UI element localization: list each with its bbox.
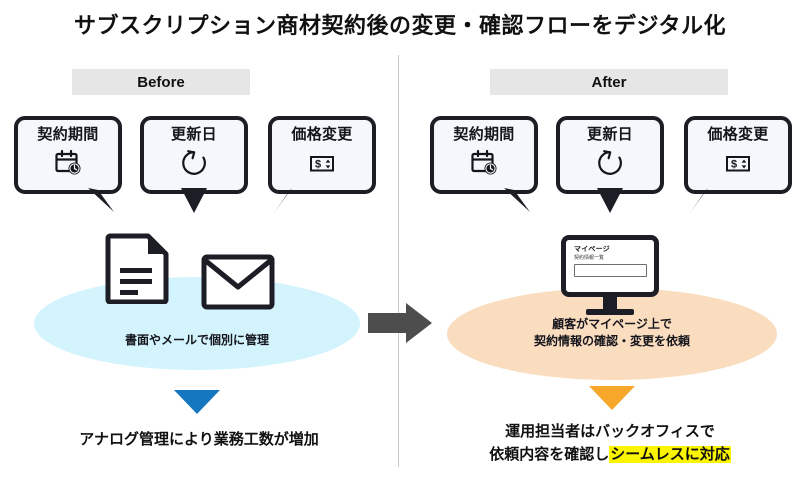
callout-bubble: 更新日 bbox=[140, 116, 248, 194]
callout-label: 更新日 bbox=[171, 126, 217, 143]
page-title: サブスクリプション商材契約後の変更・確認フローをデジタル化 bbox=[73, 13, 727, 38]
callout-label: 契約期間 bbox=[453, 126, 515, 143]
callout-price-change-before[interactable]: 価格変更 $ bbox=[268, 116, 376, 213]
callout-contract-period-before[interactable]: 契約期間 bbox=[14, 116, 122, 212]
callout-bubble: 更新日 bbox=[556, 116, 664, 194]
callout-tail bbox=[593, 188, 627, 213]
monitor-screen-title: マイページ bbox=[574, 246, 610, 253]
refresh-circle-icon bbox=[595, 148, 625, 178]
callout-label: 価格変更 bbox=[707, 126, 769, 143]
callout-tail bbox=[266, 188, 300, 213]
callout-bubble: 価格変更 $ bbox=[268, 116, 376, 194]
calendar-clock-icon bbox=[469, 148, 499, 178]
after-ellipse-text-line1: 顧客がマイページ上で bbox=[552, 317, 672, 331]
after-conclusion-line1: 運用担当者はバックオフィスで bbox=[505, 423, 715, 440]
monitor-stand-neck bbox=[603, 297, 617, 309]
after-conclusion-text: 運用担当者はバックオフィスで 依頼内容を確認しシームレスに対応 bbox=[440, 420, 780, 467]
callout-bubble: 価格変更 $ bbox=[684, 116, 792, 194]
refresh-circle-icon bbox=[179, 148, 209, 178]
desktop-monitor-icon: マイページ 契約情報一覧 bbox=[561, 235, 659, 319]
envelope-icon bbox=[201, 254, 275, 310]
callout-label: 契約期間 bbox=[37, 126, 99, 143]
price-change-icon: $ bbox=[307, 148, 337, 178]
price-change-icon: $ bbox=[723, 148, 753, 178]
after-conclusion-line2-plain: 依頼内容を確認し bbox=[489, 446, 610, 464]
callout-renewal-date-after[interactable]: 更新日 bbox=[556, 116, 664, 213]
document-icon bbox=[105, 232, 171, 305]
svg-text:$: $ bbox=[731, 159, 737, 171]
after-down-arrow-icon bbox=[589, 386, 635, 410]
before-conclusion-text: アナログ管理により業務工数が増加 bbox=[79, 431, 319, 448]
before-down-arrow-icon bbox=[174, 390, 220, 414]
callout-label: 更新日 bbox=[587, 126, 633, 143]
svg-text:$: $ bbox=[315, 159, 321, 171]
callout-contract-period-after[interactable]: 契約期間 bbox=[430, 116, 538, 212]
monitor-screen-subtitle: 契約情報一覧 bbox=[574, 255, 605, 261]
before-ellipse bbox=[34, 277, 360, 370]
callout-renewal-date-before[interactable]: 更新日 bbox=[140, 116, 248, 213]
callout-tail bbox=[504, 188, 538, 212]
calendar-clock-icon bbox=[53, 148, 83, 178]
section-divider bbox=[398, 55, 399, 467]
after-ellipse-text: 顧客がマイページ上で 契約情報の確認・変更を依頼 bbox=[447, 316, 777, 351]
callout-label: 価格変更 bbox=[291, 126, 353, 143]
before-ellipse-text: 書面やメールで個別に管理 bbox=[124, 333, 269, 347]
callout-price-change-after[interactable]: 価格変更 $ bbox=[684, 116, 792, 213]
section-header-after: After bbox=[490, 69, 728, 95]
monitor-screen: マイページ 契約情報一覧 bbox=[561, 235, 659, 297]
callout-tail bbox=[682, 188, 716, 213]
callout-bubble: 契約期間 bbox=[14, 116, 122, 194]
section-header-before: Before bbox=[72, 69, 250, 95]
after-ellipse-text-line2: 契約情報の確認・変更を依頼 bbox=[533, 334, 690, 349]
monitor-stand-base bbox=[586, 309, 634, 315]
monitor-screen-field[interactable] bbox=[574, 264, 647, 277]
after-conclusion-line2: 依頼内容を確認しシームレスに対応 bbox=[440, 443, 780, 466]
right-arrow-icon bbox=[368, 303, 432, 343]
callout-tail bbox=[177, 188, 211, 213]
callout-tail bbox=[88, 188, 122, 212]
callout-bubble: 契約期間 bbox=[430, 116, 538, 194]
after-conclusion-highlight: シームレスに対応 bbox=[609, 446, 731, 464]
